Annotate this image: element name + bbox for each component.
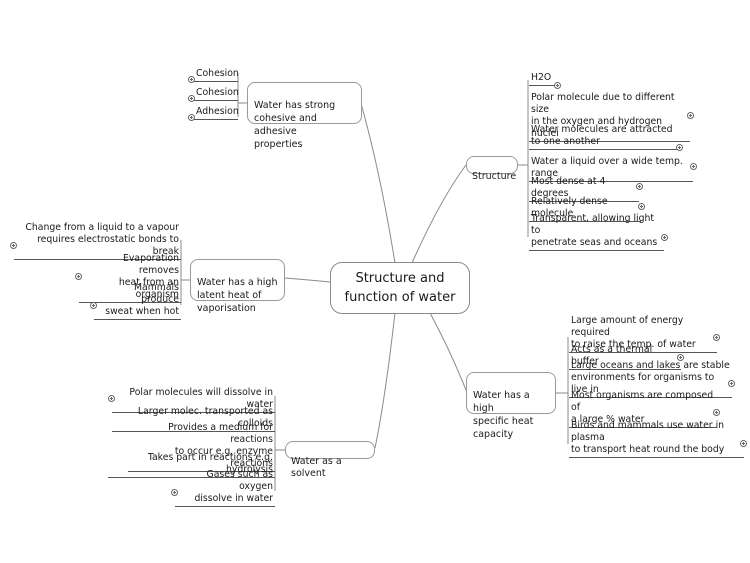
specific-heat-item[interactable]: Most organisms are composed of a large %… <box>569 390 717 428</box>
specific-heat-item[interactable]: Birds and mammals use water in plasma to… <box>569 420 744 458</box>
solvent-item[interactable]: Gases such as oxygen dissolve in water <box>175 469 275 507</box>
specific-heat-item[interactable]: Large oceans and lakes are stable enviro… <box>569 360 732 398</box>
structure-item[interactable]: Transparent, allowing light to penetrate… <box>529 213 664 251</box>
structure-item[interactable]: H2O <box>529 72 559 86</box>
structure-item[interactable]: Most dense at 4 degrees <box>529 176 639 202</box>
expand-icon[interactable] <box>75 273 82 280</box>
expand-icon[interactable] <box>713 334 720 341</box>
expand-icon[interactable] <box>638 203 645 210</box>
expand-icon[interactable] <box>108 395 115 402</box>
latent-heat-item[interactable]: Mammals produce sweat when hot <box>94 282 181 320</box>
expand-icon[interactable] <box>188 114 195 121</box>
expand-icon[interactable] <box>713 409 720 416</box>
branch-specific-heat[interactable]: Water has a high specific heat capacity <box>466 372 556 440</box>
solvent-item[interactable]: Takes part in reactions e.g. hydrolysis <box>108 452 275 478</box>
branch-latent-heat-label: Water has a high latent heat of vaporisa… <box>197 277 278 314</box>
expand-icon[interactable] <box>661 234 668 241</box>
expand-icon[interactable] <box>677 354 684 361</box>
latent-heat-item[interactable]: Evaporation removes heat from an organis… <box>79 253 181 303</box>
expand-icon[interactable] <box>636 183 643 190</box>
expand-icon[interactable] <box>728 380 735 387</box>
branch-cohesive-adhesive[interactable]: Water has strong cohesive and adhesive p… <box>247 82 362 150</box>
latent-heat-item[interactable]: Change from a liquid to a vapour require… <box>14 222 181 260</box>
expand-icon[interactable] <box>10 242 17 249</box>
structure-item[interactable]: Water a liquid over a wide temp. range <box>529 156 693 182</box>
expand-icon[interactable] <box>690 163 697 170</box>
cohesive-item[interactable]: Cohesion <box>194 68 239 82</box>
expand-icon[interactable] <box>188 95 195 102</box>
branch-structure[interactable]: Structure <box>466 156 518 182</box>
structure-item[interactable]: Relatively dense molecule <box>529 196 641 222</box>
expand-icon[interactable] <box>554 82 561 89</box>
structure-item[interactable]: Polar molecule due to different size in … <box>529 92 690 142</box>
branch-cohesive-adhesive-label: Water has strong cohesive and adhesive p… <box>254 100 336 150</box>
solvent-item[interactable]: Polar molecules will dissolve in water <box>112 387 275 413</box>
expand-icon[interactable] <box>687 112 694 119</box>
solvent-item[interactable]: Larger molec. transported as colloids <box>112 406 275 432</box>
specific-heat-item[interactable]: Large amount of energy required to raise… <box>569 315 717 353</box>
expand-icon[interactable] <box>676 144 683 151</box>
cohesive-item[interactable]: Cohesion <box>194 87 239 101</box>
central-topic-label: Structure and function of water <box>344 271 456 305</box>
branch-specific-heat-label: Water has a high specific heat capacity <box>473 390 534 440</box>
expand-icon[interactable] <box>171 489 178 496</box>
central-topic[interactable]: Structure and function of water <box>330 262 470 314</box>
expand-icon[interactable] <box>740 440 747 447</box>
expand-icon[interactable] <box>188 76 195 83</box>
branch-solvent-label: Water as a solvent <box>291 456 342 479</box>
branch-structure-label: Structure <box>472 171 517 182</box>
specific-heat-item[interactable]: Acts as a thermal buffer <box>569 344 681 370</box>
cohesive-item[interactable]: Adhesion <box>194 106 239 120</box>
expand-icon[interactable] <box>90 302 97 309</box>
branch-latent-heat[interactable]: Water has a high latent heat of vaporisa… <box>190 259 285 314</box>
branch-solvent[interactable]: Water as a solvent <box>285 441 375 479</box>
solvent-item[interactable]: Provides a medium for reactions to occur… <box>128 422 275 472</box>
structure-item[interactable]: Water molecules are attracted to one ano… <box>529 124 679 150</box>
